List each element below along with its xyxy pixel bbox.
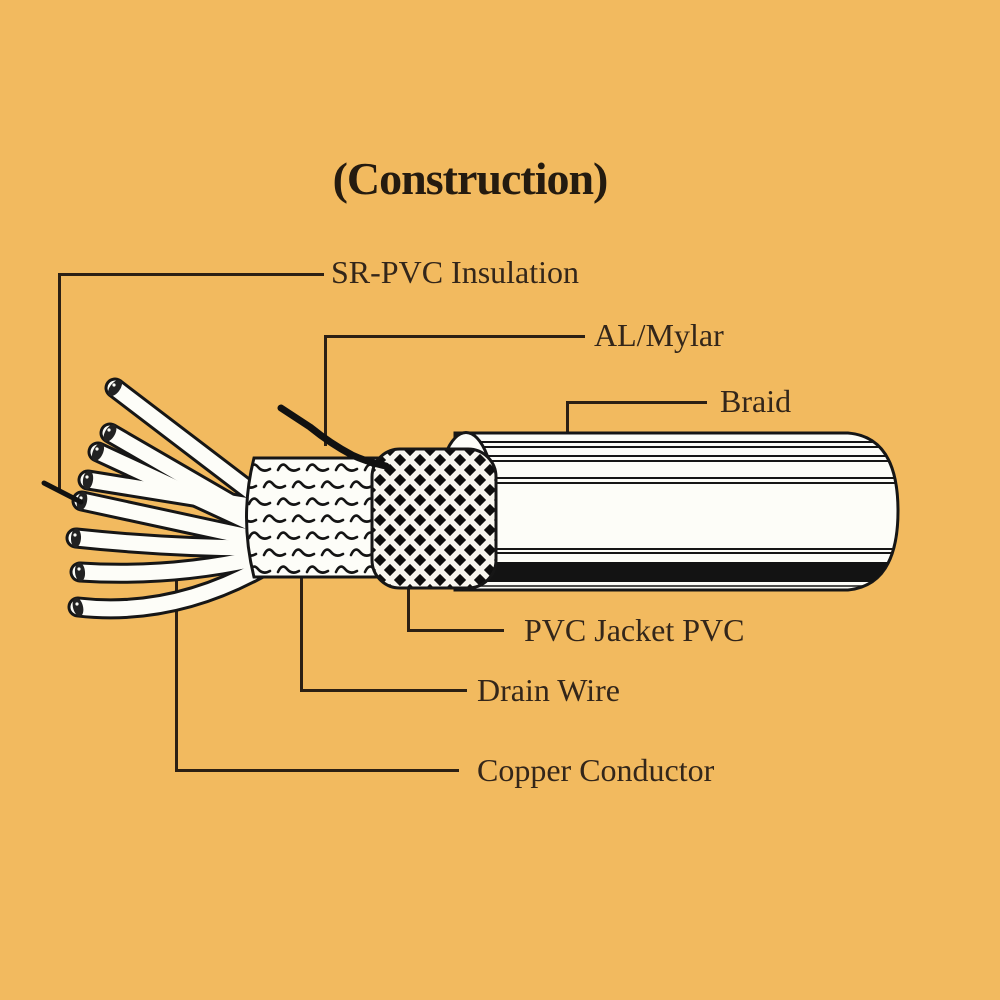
leader-braid-vertical — [566, 401, 569, 437]
jacket-black-stripe — [455, 562, 898, 582]
label-pvc-jacket: PVC Jacket PVC — [524, 612, 745, 648]
braid-shield — [370, 447, 498, 590]
label-sr-pvc-insulation: SR-PVC Insulation — [331, 254, 580, 290]
leader-al-mylar-horizontal — [324, 335, 585, 338]
al-mylar-wrap — [245, 456, 382, 579]
pvc-jacket — [453, 431, 900, 592]
insulation-pointer-tick — [41, 480, 84, 505]
label-braid: Braid — [720, 383, 792, 419]
page-title: (Construction) — [332, 153, 609, 204]
leader-pvc-jacket-vertical — [407, 577, 410, 632]
label-copper-conductor: Copper Conductor — [477, 752, 715, 788]
label-al-mylar: AL/Mylar — [594, 317, 724, 353]
leader-copper-conductor-horizontal — [175, 769, 459, 772]
leader-sr-pvc-horizontal — [58, 273, 324, 276]
leader-pvc-jacket-horizontal — [407, 629, 504, 632]
leader-sr-pvc-vertical — [58, 273, 61, 491]
leader-drain-wire-vertical — [300, 577, 303, 692]
leader-al-mylar-vertical — [324, 335, 327, 446]
leader-braid-horizontal — [566, 401, 707, 404]
label-drain-wire: Drain Wire — [477, 672, 620, 708]
wire-bundle — [65, 377, 279, 620]
drain-wire — [277, 404, 390, 470]
leader-drain-wire-horizontal — [300, 689, 467, 692]
leader-copper-conductor-vertical — [175, 575, 178, 772]
